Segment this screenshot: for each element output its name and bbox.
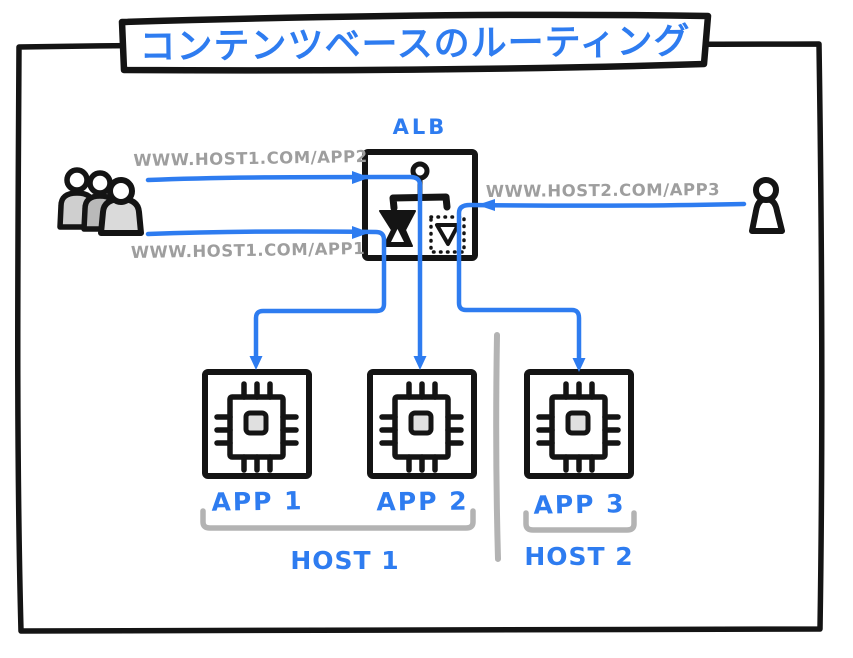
- arrow-host1-app1-route: [145, 226, 387, 370]
- users-group-icon: [57, 167, 144, 236]
- host-divider-line: [493, 332, 501, 562]
- diagram-title: コンテンツベースのルーティング: [139, 21, 691, 68]
- app3-label: APP 3: [533, 489, 626, 520]
- host1-bracket: [200, 508, 476, 531]
- app2-chip-icon: [370, 372, 474, 476]
- host1-label: HOST 1: [290, 546, 400, 575]
- single-user-icon: [749, 177, 785, 234]
- arrow-host2-app3-route: [456, 199, 747, 372]
- host2-bracket: [523, 510, 637, 533]
- alb-label: ALB: [392, 115, 448, 139]
- app2-label: APP 2: [376, 486, 469, 517]
- request-label-app3: WWW.HOST2.COM/APP3: [485, 179, 721, 202]
- app1-chip-icon: [205, 372, 309, 476]
- host2-label: HOST 2: [524, 542, 634, 571]
- title-box: [118, 11, 712, 74]
- arrow-host1-app2-route: [145, 171, 427, 370]
- app1-label: APP 1: [211, 486, 304, 517]
- app3-chip-icon: [527, 372, 631, 476]
